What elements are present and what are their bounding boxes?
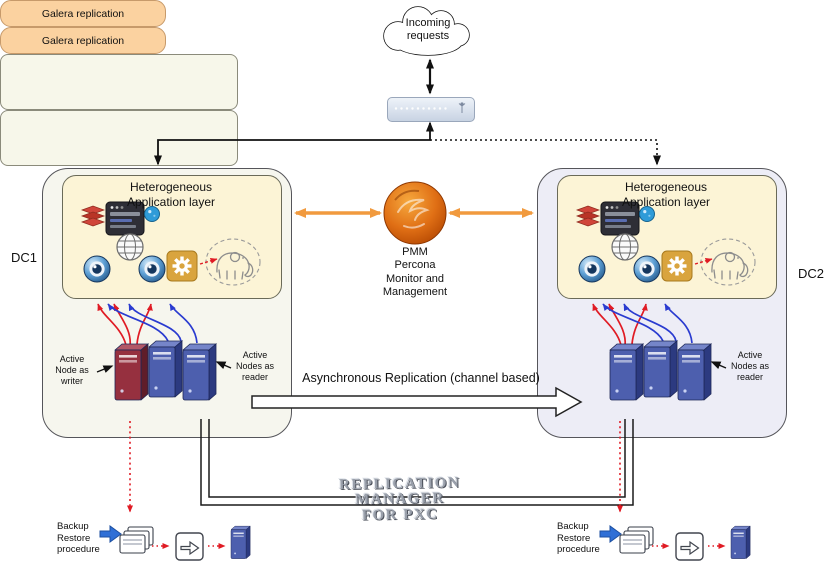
dc1-reader-label: Active Nodes as reader: [235, 350, 275, 382]
dc2-galera-label: Galera replication: [41, 34, 125, 47]
dc1-galera-bar: Galera replication: [0, 0, 166, 27]
dc2-galera-bar: Galera replication: [0, 27, 166, 54]
dc2-backup-label: Backup Restore procedure: [557, 521, 600, 556]
dc2-backup-box: [0, 110, 238, 166]
dc2-label: DC2: [797, 266, 824, 281]
dc1-app-layer-title: Heterogeneous Application layer: [126, 180, 216, 209]
dc1-backup-icons: [100, 526, 250, 560]
dc2-app-layer-title: Heterogeneous Application layer: [621, 180, 711, 209]
dc1-backup-box: [0, 54, 238, 110]
dc2-backup-icons: [600, 526, 750, 560]
dc1-backup-label: Backup Restore procedure: [57, 521, 100, 556]
async-replication-label: Asynchronous Replication (channel based): [302, 371, 540, 385]
writer-label: Active Node as writer: [55, 354, 89, 386]
incoming-requests-label: Incoming requests: [405, 17, 451, 43]
dc1-galera-label: Galera replication: [41, 7, 125, 20]
dc1-label: DC1: [10, 250, 37, 265]
router-to-dc2-dotted-line: [430, 139, 661, 166]
network-switch: [387, 97, 475, 122]
async-replication-arrow: [251, 386, 583, 418]
pmm-label: PMM Percona Monitor and Management: [382, 246, 448, 299]
replication-manager-stamp: REPLICATION MANAGER FOR PXC: [338, 474, 461, 524]
dc2-reader-label: Active Nodes as reader: [730, 350, 770, 382]
pmm-logo-icon: [383, 181, 447, 245]
